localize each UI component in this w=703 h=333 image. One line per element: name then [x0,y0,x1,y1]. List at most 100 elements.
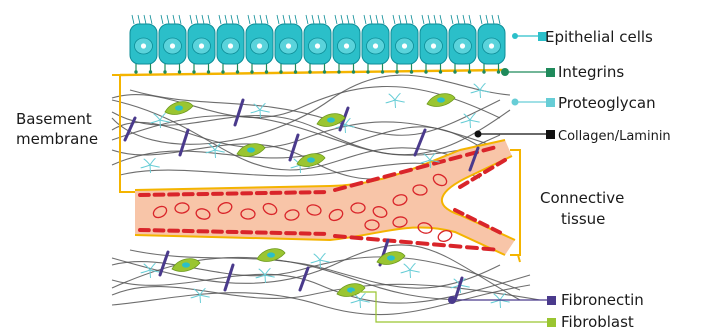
integrin-foot [207,70,210,73]
fibronectin-strand [290,135,298,160]
cilium [132,15,134,24]
integrin-foot [410,70,413,73]
proteoglycan [345,118,350,125]
epithelial-nucleolus [431,43,436,48]
epithelial-nucleolus [344,43,349,48]
bracket-tick [518,255,520,262]
integrin-foot [352,70,355,73]
cilium [208,15,210,24]
proteoglycan [360,300,361,308]
endothelial-cell [484,249,494,250]
proteoglycan [410,263,415,270]
proteoglycan [151,120,160,123]
label-fibroblast: Fibroblast [561,313,634,331]
cilium [283,15,285,24]
proteoglycan [345,125,346,133]
fibroblast-nucleus [387,255,395,260]
proteoglycan [395,100,396,108]
fibroblast-nucleus [175,105,183,110]
epithelial-nucleolus [373,43,378,48]
cilium [463,15,465,24]
integrin-foot [308,70,311,73]
cilium [312,15,314,24]
integrin-foot [236,70,239,73]
cilium [202,15,204,24]
integrin-foot [265,70,268,73]
integrin-foot [134,70,137,73]
cilium [306,15,308,24]
integrin-foot [381,70,384,73]
proteoglycan [320,253,325,260]
label-collagen-laminin: Collagen/Laminin [558,129,671,144]
integrin-foot [468,70,471,73]
proteoglycan [160,120,161,128]
label-basement-line1: Basement [16,110,92,128]
fibronectin-strand [125,118,135,140]
integrin-foot [221,70,224,73]
cilium [498,15,500,24]
integrin-foot [250,70,253,73]
integrin-foot [424,70,427,73]
cilium [324,15,326,24]
proteoglycan [215,150,216,158]
fibroblast-nucleus [247,147,255,152]
proteoglycan [351,300,360,303]
epithelial-nucleolus [489,43,494,48]
proteoglycan [395,100,405,102]
proteoglycan [460,285,470,287]
proteoglycan [160,120,170,122]
endothelial-cell [467,247,477,248]
proteoglycan [500,300,501,308]
endothelial-cell [368,179,378,182]
cilium [173,15,175,24]
epithelial-nucleolus [199,43,204,48]
epithelial-layer [130,15,505,74]
label-proteoglycan: Proteoglycan [558,94,656,112]
cilium [486,15,488,24]
cilium [399,15,401,24]
proteoglycan [470,120,480,122]
label-fibronectin: Fibronectin [561,291,644,309]
integrin-foot [294,70,297,73]
integrin-foot [482,70,485,73]
basement-membrane-line [120,70,505,75]
proteoglycan [314,254,320,260]
proteoglycan [200,295,201,303]
cilium [451,15,453,24]
cilium [318,15,320,24]
proteoglycan [150,270,151,278]
cilium [428,15,430,24]
cilium [161,15,163,24]
leader-fibroblast-marker [547,318,556,327]
endothelial-cell [434,244,444,245]
integrin-foot [192,70,195,73]
proteoglycan [291,165,300,168]
proteoglycan [461,120,470,123]
endothelial-cell [352,183,362,186]
cilium [260,15,262,24]
endothelial-cell [418,165,428,168]
cilium [196,15,198,24]
fibroblast-nucleus [307,157,315,162]
endothelial-cell [385,174,395,177]
fibroblast-nucleus [182,262,190,267]
epithelial-nucleolus [170,43,175,48]
label-connective-line2: tissue [561,210,605,228]
cilium [179,15,181,24]
proteoglycan [160,113,165,120]
proteoglycan [410,270,411,278]
proteoglycan [311,260,320,263]
proteoglycan [260,110,261,118]
leader-integrins-dot [501,68,509,76]
proteoglycan [141,165,150,168]
proteoglycan [200,295,210,297]
endothelial-cell [335,187,345,190]
leader-collagen-dot [475,131,482,138]
epithelial-nucleolus [257,43,262,48]
proteoglycan [386,100,395,103]
leader-proteoglycan-marker [546,98,555,107]
cilium [277,15,279,24]
fibroblast-nucleus [267,252,275,257]
epithelial-nucleolus [460,43,465,48]
endothelial-cell [451,157,461,160]
